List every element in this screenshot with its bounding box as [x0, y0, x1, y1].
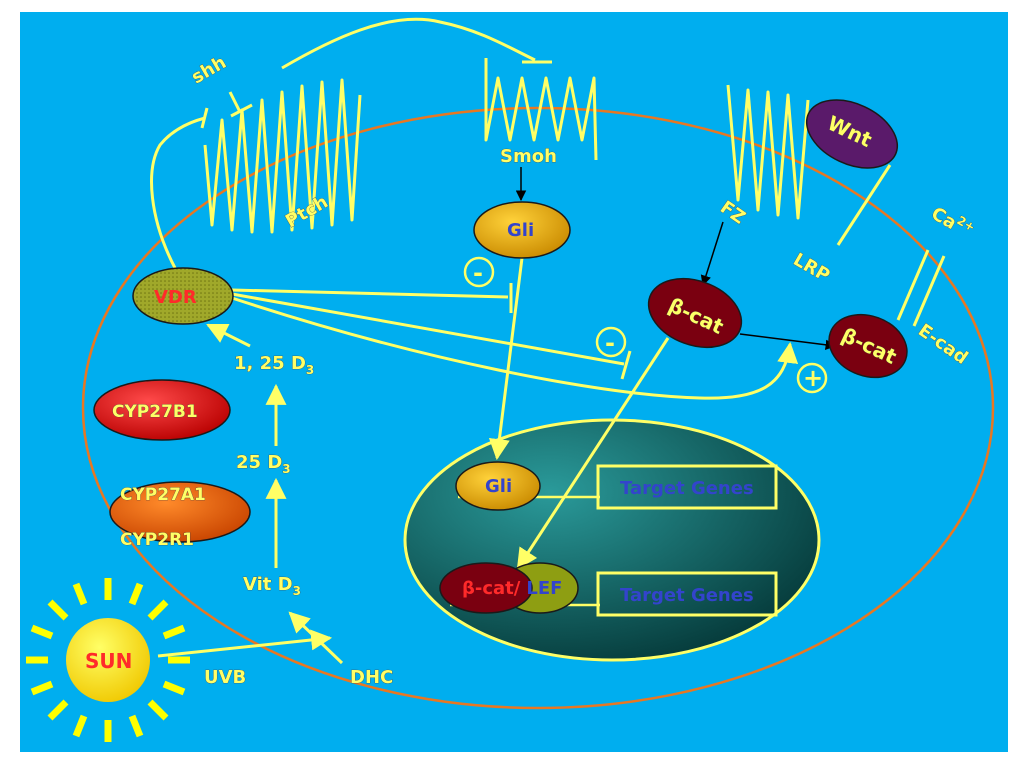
bcat-nucleus-node: [439, 562, 533, 614]
label-125d3: 1, 25 D3: [234, 353, 314, 377]
gli-nucleus-node: [455, 461, 541, 511]
label-target-genes-2: Target Genes: [620, 585, 754, 606]
bcat-node-2: [828, 313, 908, 379]
wnt-node: [805, 99, 899, 169]
label-gli: Gli: [507, 220, 534, 241]
bcat-node-1: [647, 277, 743, 349]
ptch-inhibits-smoh: [281, 17, 536, 70]
vdr-membrane-link: [150, 116, 206, 269]
label-vdr: VDR: [154, 287, 197, 308]
label-bcat-lef: β-cat/LEF: [462, 578, 562, 599]
label-gli-nucleus: Gli: [485, 476, 512, 497]
ecad-receptor: [896, 249, 946, 327]
sun-icon: [26, 578, 190, 742]
sun-to-dhc-arrow: [157, 629, 333, 658]
inhibit-bar-bcat: [620, 350, 632, 380]
cell-membrane: [81, 106, 995, 710]
vdr-inhibits-bcat: [231, 292, 625, 366]
cyp27a1-node: [109, 481, 251, 543]
lrp-receptor: [836, 164, 892, 246]
bcat-to-bcat-arrow: [739, 333, 837, 351]
vdr-inhibits-gli: [231, 288, 509, 299]
target-genes-box-1: [596, 464, 778, 510]
label-cyp27b1: CYP27B1: [112, 402, 198, 422]
inhibit-bar-shh: [230, 103, 253, 118]
label-sun: SUN: [85, 649, 132, 673]
gli-node: [473, 201, 571, 259]
label-minus-2: -: [605, 329, 615, 357]
nucleus: [403, 418, 821, 662]
fz-receptor: [726, 84, 810, 220]
125d3-to-vdr-arrow: [206, 323, 251, 348]
gli-to-nucleus-arrow: [488, 257, 524, 461]
label-dhc: DHC: [350, 667, 393, 688]
fz-to-bcat-arrow: [700, 221, 724, 287]
target-genes-box-2: [596, 571, 778, 617]
minus-badge-2: [595, 326, 627, 358]
label-target-genes-1: Target Genes: [620, 478, 754, 499]
plus-badge: [796, 362, 828, 394]
label-vitd3: Vit D3: [243, 574, 301, 598]
label-25d3: 25 D3: [236, 452, 291, 476]
dhc-to-vitd3-arrow: [288, 611, 344, 665]
cyp27b1-node: [93, 379, 231, 441]
bcat-to-nucleus-arrow: [516, 337, 670, 570]
label-minus-1: -: [473, 259, 483, 287]
label-uvb: UVB: [204, 667, 246, 688]
vdr-promotes-bcat-ecad: [231, 296, 799, 400]
inhibit-bar-vdr-membrane: [200, 107, 209, 129]
shh-inhibits-ptch: [228, 91, 242, 113]
smoh-receptor: [484, 58, 598, 161]
label-plus: +: [803, 364, 823, 392]
vdr-node: [132, 267, 234, 325]
ptch-receptor: [203, 78, 362, 234]
minus-badge-1: [463, 256, 495, 288]
label-cyp27a1: CYP27A1: [120, 485, 206, 505]
label-cyp2r1: CYP2R1: [120, 530, 194, 550]
label-smoh: Smoh: [500, 146, 557, 167]
